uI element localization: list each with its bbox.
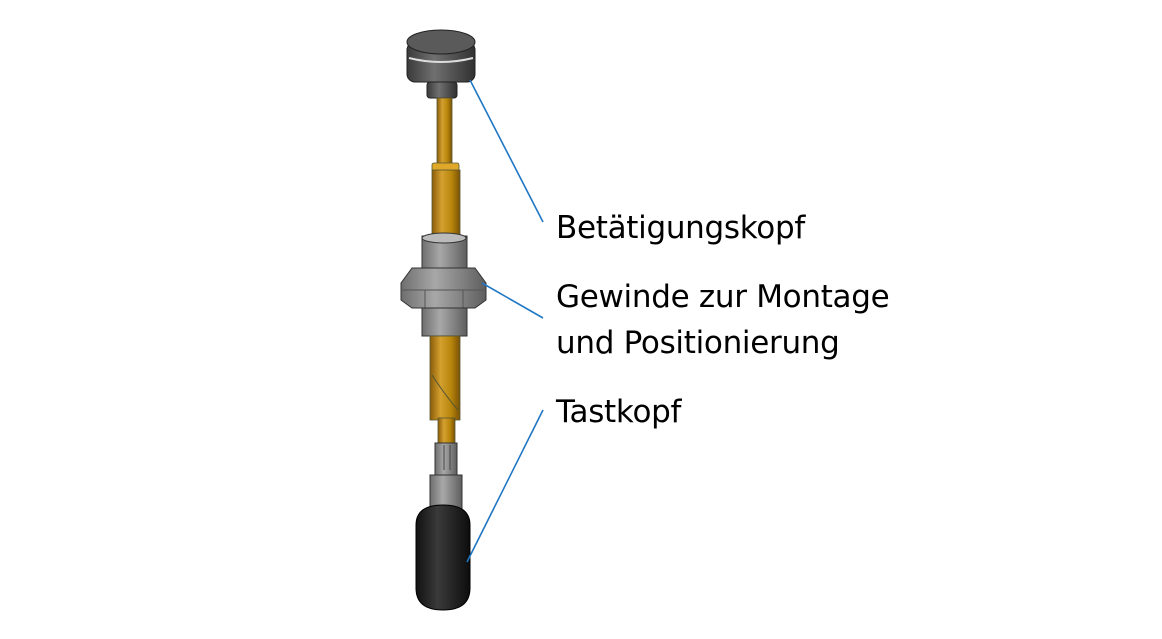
leader-actuating-head [469,79,544,223]
plunger-rod [431,97,461,243]
leader-thread [481,282,544,319]
thread-nut-part [400,232,487,337]
actuating-head-part [406,29,476,99]
lower-rod [429,335,463,510]
label-probe-head: Tastkopf [556,394,682,430]
probe-head-part [415,504,471,611]
leader-probe-head [466,409,544,563]
label-actuating-head: Betätigungskopf [556,210,805,246]
leader-lines [466,79,544,563]
label-thread-line2: und Positionierung [556,325,840,361]
label-thread-line1: Gewinde zur Montage [556,279,890,315]
